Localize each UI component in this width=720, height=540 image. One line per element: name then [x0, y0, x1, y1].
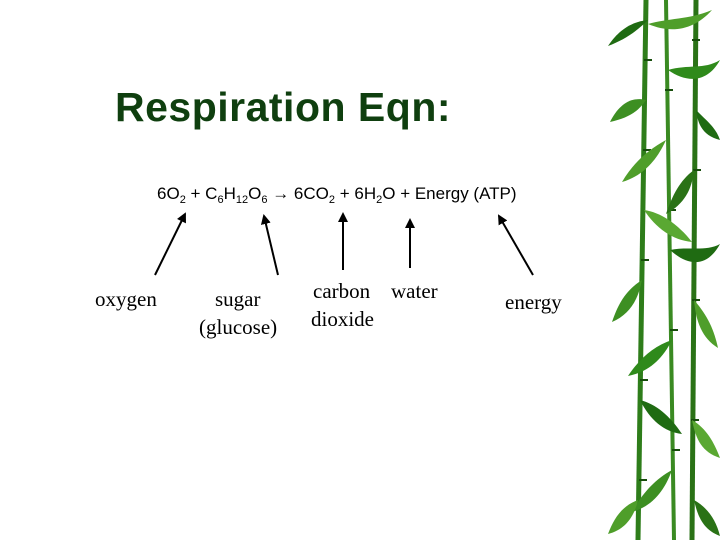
eq-subscript: 2	[376, 194, 383, 206]
oxygen-arrow	[154, 212, 186, 276]
bamboo-decoration	[608, 0, 720, 540]
label-oxygen: oxygen	[95, 287, 157, 311]
respiration-equation: 6O2 + C6H12O6 → 6CO2 + 6H2O + Energy (AT…	[157, 184, 517, 206]
eq-text: O	[248, 184, 262, 203]
eq-subscript: 12	[235, 194, 249, 206]
label-sugar: sugar	[215, 287, 261, 311]
eq-subscript: 6	[261, 194, 268, 206]
eq-text: O + Energy (ATP)	[382, 184, 517, 203]
eq-text: 6O	[157, 184, 180, 203]
eq-text: H	[223, 184, 236, 203]
sugar-arrow	[260, 214, 279, 276]
label-glucose: (glucose)	[199, 315, 278, 339]
label-energy: energy	[505, 290, 562, 314]
label-carbon: carbon	[313, 279, 371, 303]
eq-subscript: 2	[179, 194, 186, 206]
eq-subscript: 6	[217, 194, 224, 206]
energy-arrow	[498, 214, 534, 276]
label-dioxide: dioxide	[311, 307, 374, 331]
slide-title: Respiration Eqn:	[115, 84, 452, 130]
eq-text: + 6H	[335, 184, 377, 203]
eq-subscript: 2	[328, 194, 336, 206]
label-water: water	[391, 279, 438, 303]
eq-text: + C	[185, 184, 218, 203]
bamboo-leaves	[608, 10, 720, 536]
eq-text: → 6CO	[267, 184, 329, 203]
bamboo-stems	[635, 0, 701, 540]
